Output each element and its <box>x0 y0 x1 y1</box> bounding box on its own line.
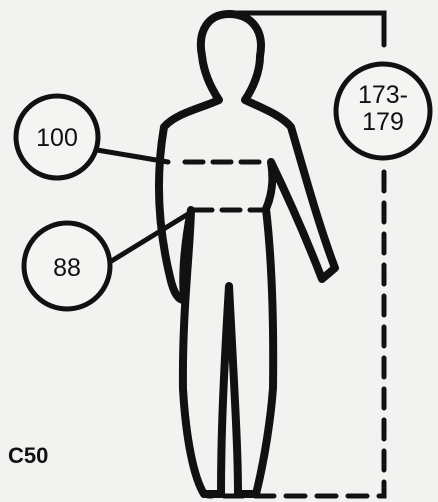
height-range-line-1: 173- <box>358 81 408 109</box>
waist-callout: 88 <box>24 223 110 309</box>
height-range-line-2: 179 <box>362 108 404 136</box>
waist-value: 88 <box>53 254 81 282</box>
height-callout: 173- 179 <box>336 64 430 158</box>
bust-callout: 100 <box>16 96 98 178</box>
size-code-label: C50 <box>8 443 48 468</box>
bust-value: 100 <box>36 124 78 152</box>
